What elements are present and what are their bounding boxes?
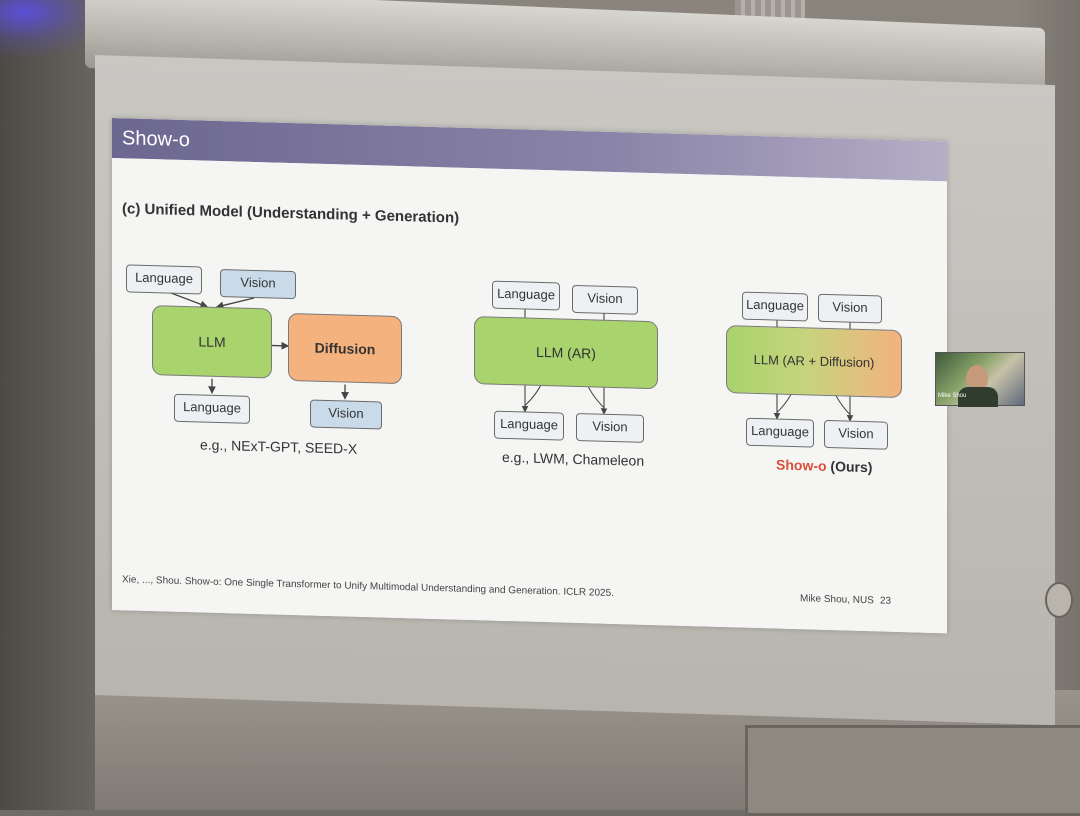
- diagram1-vision-input: Vision: [220, 269, 296, 300]
- speaker-face: [966, 365, 988, 393]
- diagram3-caption: Show-o (Ours): [776, 457, 872, 476]
- presentation-slide: Show-o (c) Unified Model (Understanding …: [112, 118, 947, 634]
- diagram1-language-input: Language: [126, 264, 202, 295]
- diagram2-llm-ar-block: LLM (AR): [474, 316, 658, 390]
- diagram2-vision-output: Vision: [576, 412, 644, 443]
- slide-page-number: 23: [880, 595, 892, 607]
- diagram3-language-input: Language: [742, 291, 808, 322]
- diagram2-language-output: Language: [494, 410, 564, 441]
- showo-name: Show-o: [776, 456, 827, 474]
- webcam-label: Mike Shou: [938, 393, 967, 399]
- door: [745, 725, 1080, 816]
- diagram3-vision-input: Vision: [818, 293, 882, 324]
- speaker-webcam-thumbnail: Mike Shou: [935, 352, 1025, 407]
- diagram1-vision-output: Vision: [310, 399, 382, 430]
- speaker-body: [958, 387, 998, 407]
- diagram1-language-output: Language: [174, 393, 250, 424]
- diagram1-llm-block: LLM: [152, 305, 272, 379]
- diagram2-language-input: Language: [492, 280, 560, 311]
- wall-clock: [1045, 582, 1073, 618]
- diagram2-vision-input: Vision: [572, 284, 638, 315]
- ours-label: (Ours): [826, 457, 873, 476]
- diagram3-llm-ar-diffusion-block: LLM (AR + Diffusion): [726, 325, 902, 399]
- slide-author: Mike Shou, NUS: [800, 593, 874, 607]
- diagram1-diffusion-block: Diffusion: [288, 312, 402, 385]
- diagram3-language-output: Language: [746, 417, 814, 448]
- diagram3-vision-output: Vision: [824, 419, 888, 450]
